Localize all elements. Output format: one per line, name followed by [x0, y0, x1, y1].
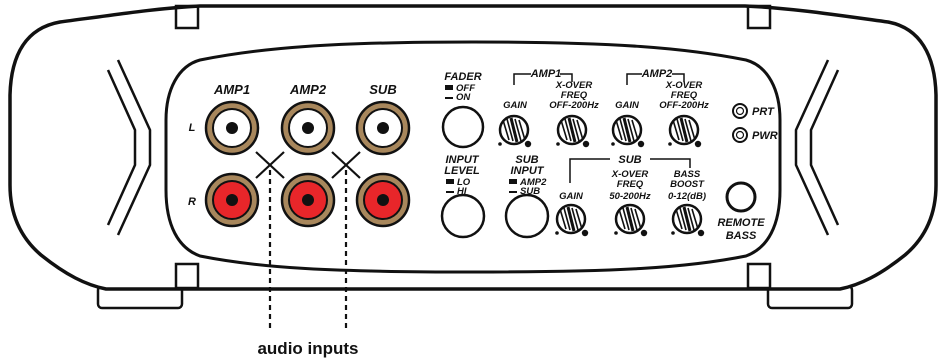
- right-bracket: [746, 4, 840, 290]
- amp1-xover-label3: OFF-200Hz: [549, 100, 599, 111]
- sub-boost-label1: BASS: [674, 169, 701, 180]
- sub-boost-knob[interactable]: [671, 203, 705, 237]
- left-bracket: [106, 4, 200, 290]
- sub-group-label: SUB: [618, 154, 641, 166]
- amp2-xover-label1: X-OVER: [665, 80, 703, 91]
- fader-opt1-icon: [445, 85, 453, 90]
- sub-xover-label2: FREQ: [617, 179, 644, 190]
- amp2-xover-label2: FREQ: [671, 90, 698, 101]
- amp1-group-bracket: [513, 73, 573, 85]
- amp2-gain-label: GAIN: [615, 100, 640, 111]
- amp2-group-label: AMP2: [641, 68, 673, 80]
- input-level-opt2-label: HI: [457, 186, 467, 197]
- rca-jack-sub-l[interactable]: [355, 100, 411, 156]
- sub-xover-label3: 50-200Hz: [609, 191, 650, 202]
- sub-xover-label1: X-OVER: [611, 169, 649, 180]
- prt-led: [732, 103, 748, 119]
- sub-input-opt2-label: SUB: [520, 186, 540, 197]
- fader-opt1-label: OFF: [456, 83, 475, 94]
- rca-jack-amp2-l[interactable]: [280, 100, 336, 156]
- sub-input-title2: INPUT: [511, 165, 545, 177]
- remote-bass-port[interactable]: [725, 181, 757, 213]
- remote-bass-label2: BASS: [726, 230, 757, 242]
- sub-xover-knob[interactable]: [614, 203, 648, 237]
- crossover-x-marks: [255, 151, 361, 179]
- fader-button[interactable]: [441, 105, 485, 149]
- fader-opt2-label: ON: [456, 92, 471, 103]
- sub-gain-knob[interactable]: [555, 203, 589, 237]
- rca-col-amp2-label: AMP2: [289, 82, 327, 97]
- input-level-opt1-icon: [446, 179, 454, 184]
- rca-jack-amp2-r[interactable]: [280, 172, 336, 228]
- sub-boost-label2: BOOST: [670, 179, 705, 190]
- sub-gain-label: GAIN: [559, 191, 584, 202]
- input-level-title2: LEVEL: [444, 165, 480, 177]
- sub-input-opt1-label: AMP2: [519, 177, 547, 188]
- input-level-title1: INPUT: [446, 154, 480, 166]
- amp2-xover-label3: OFF-200Hz: [659, 100, 709, 111]
- rca-jack-amp1-l[interactable]: [204, 100, 260, 156]
- sub-input-opt1-icon: [509, 179, 517, 184]
- amp2-gain-knob[interactable]: [611, 114, 645, 148]
- sub-group-bracket: [569, 158, 691, 183]
- amp1-xover-label2: FREQ: [561, 90, 588, 101]
- fader-title: FADER: [444, 71, 481, 83]
- sub-input-button[interactable]: [504, 193, 550, 239]
- knob-group: [498, 114, 705, 237]
- amp1-xover-label1: X-OVER: [555, 80, 593, 91]
- amp2-xover-knob[interactable]: [668, 114, 702, 148]
- rca-row-r-label: R: [188, 196, 196, 208]
- amp1-xover-knob[interactable]: [556, 114, 590, 148]
- amp2-group-bracket: [626, 73, 685, 85]
- pwr-led: [732, 127, 748, 143]
- audio-inputs-caption: audio inputs: [257, 339, 358, 358]
- rca-row-l-label: L: [189, 122, 196, 134]
- rca-jack-amp1-r[interactable]: [204, 172, 260, 228]
- rca-jack-sub-r[interactable]: [355, 172, 411, 228]
- pwr-led-label: PWR: [752, 130, 778, 142]
- remote-bass-label1: REMOTE: [717, 217, 765, 229]
- input-level-opt1-label: LO: [457, 177, 471, 188]
- rca-col-sub-label: SUB: [369, 82, 396, 97]
- amp1-gain-label: GAIN: [503, 100, 528, 111]
- sub-boost-label3: 0-12(dB): [668, 191, 706, 202]
- rca-col-amp1-label: AMP1: [213, 82, 250, 97]
- sub-input-title1: SUB: [515, 154, 538, 166]
- prt-led-label: PRT: [752, 106, 775, 118]
- amp1-group-label: AMP1: [530, 68, 562, 80]
- input-level-button[interactable]: [440, 193, 486, 239]
- amp1-gain-knob[interactable]: [498, 114, 532, 148]
